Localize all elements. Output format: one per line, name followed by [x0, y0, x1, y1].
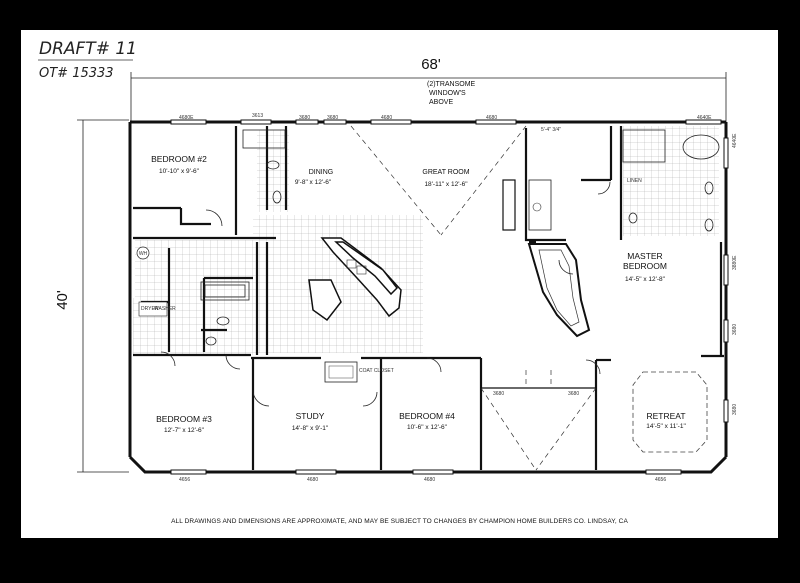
- exterior-window-marks: [170, 119, 729, 475]
- svg-text:3613: 3613: [252, 113, 263, 119]
- svg-text:WH: WH: [139, 251, 148, 257]
- svg-text:4656: 4656: [179, 477, 190, 483]
- svg-text:GREAT ROOM: GREAT ROOM: [422, 169, 469, 176]
- svg-text:4680: 4680: [424, 477, 435, 483]
- svg-text:BEDROOM: BEDROOM: [623, 261, 667, 271]
- room-dining: DINING 9'-8" x 12'-6": [295, 169, 333, 186]
- kitchen-counters: [308, 237, 402, 322]
- svg-text:3680: 3680: [493, 391, 504, 397]
- svg-text:18'-11" x 12'-6": 18'-11" x 12'-6": [424, 181, 468, 188]
- svg-text:STUDY: STUDY: [296, 411, 325, 421]
- fireplace: [502, 179, 552, 231]
- vaulted-ceiling-lines: [350, 125, 597, 471]
- svg-text:MASTER: MASTER: [627, 251, 662, 261]
- room-bedroom-2: BEDROOM #2 10'-10" x 9'-6": [151, 154, 207, 175]
- svg-text:12'-7" x 12'-6": 12'-7" x 12'-6": [164, 427, 205, 434]
- svg-text:WINDOW'S: WINDOW'S: [429, 90, 466, 97]
- svg-text:4656: 4656: [655, 477, 666, 483]
- room-retreat: RETREAT 14'-5" x 11'-1": [646, 411, 686, 430]
- svg-text:ABOVE: ABOVE: [429, 99, 453, 106]
- svg-text:3680: 3680: [299, 115, 310, 121]
- width-label: 68': [421, 56, 441, 73]
- svg-text:14'-5" x 12'-8": 14'-5" x 12'-8": [625, 276, 666, 283]
- svg-text:4680E: 4680E: [179, 115, 194, 121]
- washer-dryer: DRYER WASHER: [138, 301, 176, 317]
- svg-text:3680: 3680: [327, 115, 338, 121]
- master-closet-angled-wall: [527, 243, 591, 338]
- svg-text:RETREAT: RETREAT: [646, 411, 685, 421]
- room-bedroom-4: BEDROOM #4 10'-6" x 12'-6": [399, 411, 455, 431]
- width-dimension: 68': [130, 56, 727, 122]
- draft-number: DRAFT# 11: [39, 39, 137, 59]
- closet-dimension: 5'-4" 3/4": [541, 127, 561, 133]
- water-heater: WH: [136, 246, 150, 260]
- coat-closet: COAT CLOSET: [324, 361, 394, 383]
- svg-text:4680: 4680: [486, 115, 497, 121]
- room-study: STUDY 14'-8" x 9'-1": [292, 411, 329, 432]
- svg-text:10'-6" x 12'-6": 10'-6" x 12'-6": [407, 424, 448, 431]
- floor-plan-drawing: DRAFT# 11 OT# 15333 68' 40' (2)TRANSOME …: [38, 39, 738, 483]
- svg-text:BEDROOM #4: BEDROOM #4: [399, 411, 455, 421]
- floor-plan-sheet: DRAFT# 11 OT# 15333 68' 40' (2)TRANSOME …: [21, 30, 778, 538]
- svg-text:3680: 3680: [732, 324, 738, 335]
- kitchen-tile-floor: [253, 215, 423, 353]
- room-master-bedroom: MASTER BEDROOM 14'-5" x 12'-8": [623, 251, 667, 283]
- transome-note: (2)TRANSOME WINDOW'S ABOVE: [427, 81, 476, 106]
- room-great-room: GREAT ROOM 18'-11" x 12'-6": [422, 169, 469, 188]
- window-codes-bottom: 4656 4680 4680 4656: [179, 477, 666, 483]
- master-bath-tile-floor: [623, 126, 719, 236]
- window-codes-interior: 3680 3680: [493, 391, 579, 397]
- svg-text:WASHER: WASHER: [154, 306, 176, 312]
- svg-text:4640E: 4640E: [697, 115, 712, 121]
- depth-dimension: 40': [54, 119, 129, 473]
- svg-text:BEDROOM #2: BEDROOM #2: [151, 154, 207, 164]
- svg-text:(2)TRANSOME: (2)TRANSOME: [427, 81, 476, 88]
- window-codes-top: 4680E 3613 3680 3680 4680 4680 4640E: [179, 113, 712, 121]
- linen-label: LINEN: [627, 178, 642, 184]
- svg-text:3680: 3680: [568, 391, 579, 397]
- kitchen-sink: [346, 259, 367, 275]
- svg-text:3680: 3680: [732, 404, 738, 415]
- window-codes-right: 4640E 3880E 3680 3680: [732, 133, 738, 415]
- bath-fixtures: [200, 129, 720, 346]
- svg-text:3880E: 3880E: [732, 255, 738, 270]
- depth-label: 40': [54, 290, 71, 310]
- interior-walls: [133, 126, 724, 470]
- svg-text:4680: 4680: [381, 115, 392, 121]
- svg-text:DRYER: DRYER: [141, 306, 159, 312]
- master-closet-shelf: [538, 249, 580, 327]
- svg-text:9'-8" x 12'-6": 9'-8" x 12'-6": [295, 179, 332, 186]
- room-bedroom-3: BEDROOM #3 12'-7" x 12'-6": [156, 414, 212, 434]
- svg-text:BEDROOM #3: BEDROOM #3: [156, 414, 212, 424]
- svg-text:14'-5" x 11'-1": 14'-5" x 11'-1": [646, 423, 686, 430]
- svg-text:COAT CLOSET: COAT CLOSET: [359, 368, 394, 374]
- svg-text:14'-8" x 9'-1": 14'-8" x 9'-1": [292, 425, 329, 432]
- svg-text:DINING: DINING: [309, 169, 334, 176]
- door-swings: [160, 181, 611, 407]
- retreat-bay-outline: [632, 371, 708, 453]
- svg-text:10'-10" x 9'-6": 10'-10" x 9'-6": [159, 168, 200, 175]
- svg-text:4640E: 4640E: [732, 133, 738, 148]
- svg-text:4680: 4680: [307, 477, 318, 483]
- ot-number: OT# 15333: [39, 66, 114, 81]
- disclaimer-note: ALL DRAWINGS AND DIMENSIONS ARE APPROXIM…: [171, 518, 628, 525]
